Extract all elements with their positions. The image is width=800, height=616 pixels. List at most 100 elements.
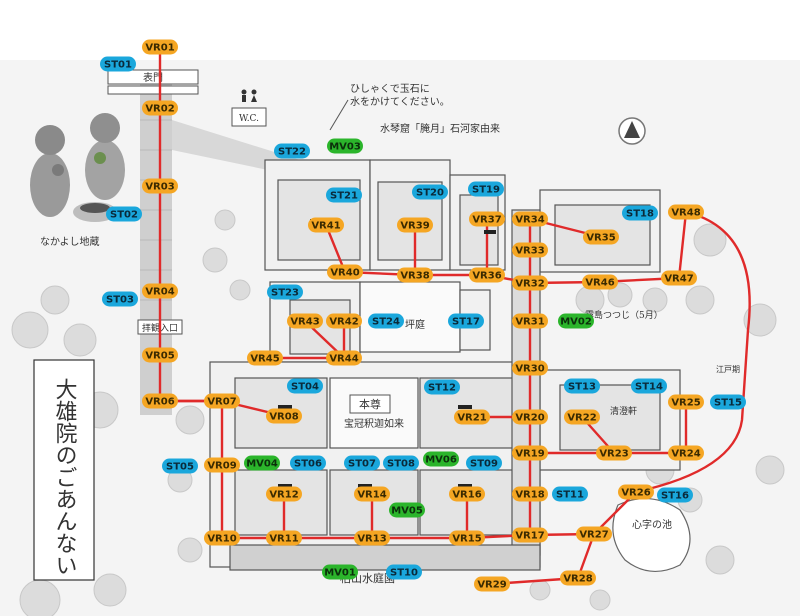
marker-vr34[interactable]: VR34 bbox=[512, 211, 548, 227]
marker-vr42[interactable]: VR42 bbox=[326, 313, 362, 329]
marker-vr22[interactable]: VR22 bbox=[564, 409, 600, 425]
marker-vr32[interactable]: VR32 bbox=[512, 275, 548, 291]
marker-vr15[interactable]: VR15 bbox=[449, 530, 485, 546]
marker-pill[interactable] bbox=[287, 378, 323, 394]
marker-vr38[interactable]: VR38 bbox=[397, 267, 433, 283]
marker-pill[interactable] bbox=[657, 487, 693, 503]
marker-pill[interactable] bbox=[512, 360, 548, 376]
marker-vr41[interactable]: VR41 bbox=[308, 217, 344, 233]
marker-pill[interactable] bbox=[583, 229, 619, 245]
marker-vr20[interactable]: VR20 bbox=[512, 409, 548, 425]
marker-st21[interactable]: ST21 bbox=[326, 187, 362, 203]
marker-pill[interactable] bbox=[142, 283, 178, 299]
marker-pill[interactable] bbox=[552, 486, 588, 502]
marker-pill[interactable] bbox=[424, 379, 460, 395]
marker-vr31[interactable]: VR31 bbox=[512, 313, 548, 329]
marker-pill[interactable] bbox=[354, 530, 390, 546]
marker-pill[interactable] bbox=[466, 455, 502, 471]
marker-mv04[interactable]: MV04 bbox=[244, 455, 280, 471]
marker-pill[interactable] bbox=[386, 564, 422, 580]
marker-st11[interactable]: ST11 bbox=[552, 486, 588, 502]
marker-pill[interactable] bbox=[474, 576, 510, 592]
marker-vr40[interactable]: VR40 bbox=[327, 264, 363, 280]
marker-vr36[interactable]: VR36 bbox=[469, 267, 505, 283]
marker-pill[interactable] bbox=[327, 138, 363, 154]
marker-pill[interactable] bbox=[449, 486, 485, 502]
marker-pill[interactable] bbox=[142, 100, 178, 116]
marker-vr37[interactable]: VR37 bbox=[469, 211, 505, 227]
marker-st05[interactable]: ST05 bbox=[162, 458, 198, 474]
marker-st07[interactable]: ST07 bbox=[344, 455, 380, 471]
marker-pill[interactable] bbox=[327, 264, 363, 280]
marker-mv02[interactable]: MV02 bbox=[558, 313, 594, 329]
marker-pill[interactable] bbox=[266, 408, 302, 424]
marker-pill[interactable] bbox=[448, 313, 484, 329]
marker-st24[interactable]: ST24 bbox=[368, 313, 404, 329]
marker-vr07[interactable]: VR07 bbox=[204, 393, 240, 409]
marker-pill[interactable] bbox=[631, 378, 667, 394]
marker-vr44[interactable]: VR44 bbox=[326, 350, 362, 366]
marker-vr02[interactable]: VR02 bbox=[142, 100, 178, 116]
marker-st12[interactable]: ST12 bbox=[424, 379, 460, 395]
marker-vr48[interactable]: VR48 bbox=[668, 204, 704, 220]
marker-pill[interactable] bbox=[204, 530, 240, 546]
marker-vr08[interactable]: VR08 bbox=[266, 408, 302, 424]
marker-pill[interactable] bbox=[512, 527, 548, 543]
marker-st13[interactable]: ST13 bbox=[564, 378, 600, 394]
marker-vr21[interactable]: VR21 bbox=[454, 409, 490, 425]
marker-vr45[interactable]: VR45 bbox=[247, 350, 283, 366]
marker-pill[interactable] bbox=[618, 484, 654, 500]
marker-pill[interactable] bbox=[512, 275, 548, 291]
marker-pill[interactable] bbox=[102, 291, 138, 307]
marker-pill[interactable] bbox=[287, 313, 323, 329]
marker-pill[interactable] bbox=[354, 486, 390, 502]
marker-st15[interactable]: ST15 bbox=[710, 394, 746, 410]
marker-vr18[interactable]: VR18 bbox=[512, 486, 548, 502]
marker-vr10[interactable]: VR10 bbox=[204, 530, 240, 546]
marker-pill[interactable] bbox=[668, 445, 704, 461]
marker-st17[interactable]: ST17 bbox=[448, 313, 484, 329]
marker-vr12[interactable]: VR12 bbox=[266, 486, 302, 502]
marker-pill[interactable] bbox=[326, 187, 362, 203]
marker-pill[interactable] bbox=[142, 393, 178, 409]
marker-pill[interactable] bbox=[247, 350, 283, 366]
marker-pill[interactable] bbox=[326, 313, 362, 329]
marker-pill[interactable] bbox=[368, 313, 404, 329]
marker-vr47[interactable]: VR47 bbox=[661, 270, 697, 286]
marker-pill[interactable] bbox=[468, 181, 504, 197]
marker-pill[interactable] bbox=[389, 502, 425, 518]
marker-pill[interactable] bbox=[204, 457, 240, 473]
marker-vr28[interactable]: VR28 bbox=[560, 570, 596, 586]
marker-pill[interactable] bbox=[204, 393, 240, 409]
marker-pill[interactable] bbox=[267, 284, 303, 300]
marker-st20[interactable]: ST20 bbox=[412, 184, 448, 200]
marker-st23[interactable]: ST23 bbox=[267, 284, 303, 300]
marker-vr23[interactable]: VR23 bbox=[596, 445, 632, 461]
marker-st01[interactable]: ST01 bbox=[100, 56, 136, 72]
marker-st06[interactable]: ST06 bbox=[290, 455, 326, 471]
marker-mv06[interactable]: MV06 bbox=[423, 451, 459, 467]
marker-pill[interactable] bbox=[383, 455, 419, 471]
marker-pill[interactable] bbox=[266, 486, 302, 502]
marker-st14[interactable]: ST14 bbox=[631, 378, 667, 394]
marker-vr11[interactable]: VR11 bbox=[266, 530, 302, 546]
marker-vr17[interactable]: VR17 bbox=[512, 527, 548, 543]
marker-pill[interactable] bbox=[710, 394, 746, 410]
marker-pill[interactable] bbox=[142, 178, 178, 194]
marker-pill[interactable] bbox=[512, 486, 548, 502]
marker-vr43[interactable]: VR43 bbox=[287, 313, 323, 329]
marker-st09[interactable]: ST09 bbox=[466, 455, 502, 471]
marker-vr09[interactable]: VR09 bbox=[204, 457, 240, 473]
marker-pill[interactable] bbox=[266, 530, 302, 546]
marker-mv03[interactable]: MV03 bbox=[327, 138, 363, 154]
marker-mv01[interactable]: MV01 bbox=[322, 564, 358, 580]
marker-pill[interactable] bbox=[412, 184, 448, 200]
marker-pill[interactable] bbox=[449, 530, 485, 546]
marker-st08[interactable]: ST08 bbox=[383, 455, 419, 471]
marker-pill[interactable] bbox=[106, 206, 142, 222]
marker-pill[interactable] bbox=[668, 394, 704, 410]
marker-pill[interactable] bbox=[512, 445, 548, 461]
marker-vr19[interactable]: VR19 bbox=[512, 445, 548, 461]
marker-pill[interactable] bbox=[290, 455, 326, 471]
marker-pill[interactable] bbox=[661, 270, 697, 286]
